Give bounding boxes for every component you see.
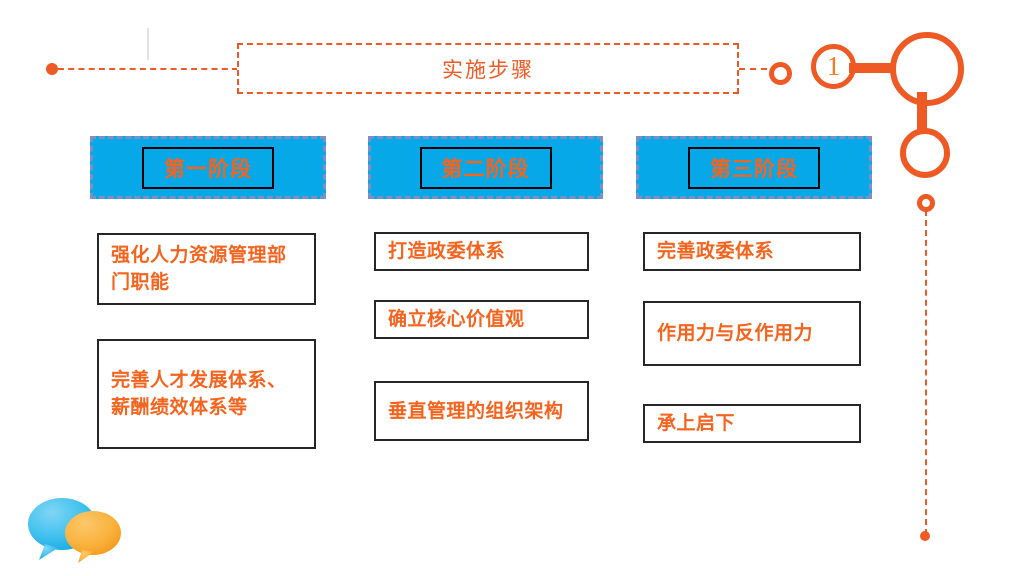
- stage-2-item-2: 确立核心价值观: [374, 300, 589, 339]
- speech-bubbles-logo: [18, 488, 138, 566]
- stage-1-item-1-label: 强化人力资源管理部门职能: [111, 244, 287, 293]
- stage-3-item-1-label: 完善政委体系: [657, 240, 775, 263]
- stage-header-2-label: 第二阶段: [441, 156, 530, 181]
- right-vertical-dashed-line: [925, 210, 927, 535]
- stage-3-item-2: 作用力与反作用力: [643, 301, 861, 366]
- vertical-connector-bar: [917, 92, 927, 132]
- large-circle-decoration: [890, 32, 964, 106]
- orange-bubble: [65, 511, 121, 563]
- step-number-label: 1: [826, 51, 841, 81]
- stage-1-item-2: 完善人才发展体系、薪酬绩效体系等: [97, 339, 316, 449]
- stage-2-item-1: 打造政委体系: [374, 232, 589, 271]
- speech-bubbles-icon: [28, 498, 121, 563]
- stage-1-item-2-label: 完善人才发展体系、薪酬绩效体系等: [111, 369, 287, 418]
- stage-2-item-3: 垂直管理的组织架构: [374, 381, 589, 441]
- stage-header-1: 第一阶段: [90, 136, 326, 199]
- stage-3-item-1: 完善政委体系: [643, 232, 861, 271]
- stage-2-item-2-label: 确立核心价值观: [388, 308, 525, 331]
- stage-3-item-3-label: 承上启下: [657, 412, 736, 435]
- horizontal-connector-bar: [849, 63, 891, 73]
- stage-2-item-1-label: 打造政委体系: [388, 240, 506, 263]
- stage-header-1-label: 第一阶段: [164, 156, 252, 181]
- stage-header-3-inner: 第三阶段: [688, 146, 820, 189]
- title-right-dashed-connector: [739, 68, 767, 70]
- left-dashed-connector: [58, 68, 238, 70]
- title-end-donut-icon: [769, 62, 792, 85]
- stage-header-1-inner: 第一阶段: [142, 146, 274, 189]
- slide-title-box: 实施步骤: [237, 43, 739, 94]
- stage-header-2: 第二阶段: [368, 136, 603, 199]
- stage-header-3-label: 第三阶段: [710, 156, 798, 181]
- stage-header-3: 第三阶段: [636, 136, 872, 199]
- step-number-badge: 1: [811, 44, 856, 89]
- stage-2-item-3-label: 垂直管理的组织架构: [388, 399, 564, 422]
- gray-tick-mark: [147, 28, 149, 60]
- stage-3-item-3: 承上启下: [643, 404, 861, 443]
- medium-circle-decoration: [900, 128, 950, 178]
- stage-header-2-inner: 第二阶段: [419, 146, 552, 189]
- page-title: 实施步骤: [442, 57, 534, 82]
- right-donut-icon: [917, 194, 935, 212]
- left-lead-dot: [46, 63, 58, 75]
- right-bottom-dot: [920, 531, 930, 541]
- stage-1-item-1: 强化人力资源管理部门职能: [97, 233, 316, 305]
- stage-3-item-2-label: 作用力与反作用力: [657, 322, 814, 345]
